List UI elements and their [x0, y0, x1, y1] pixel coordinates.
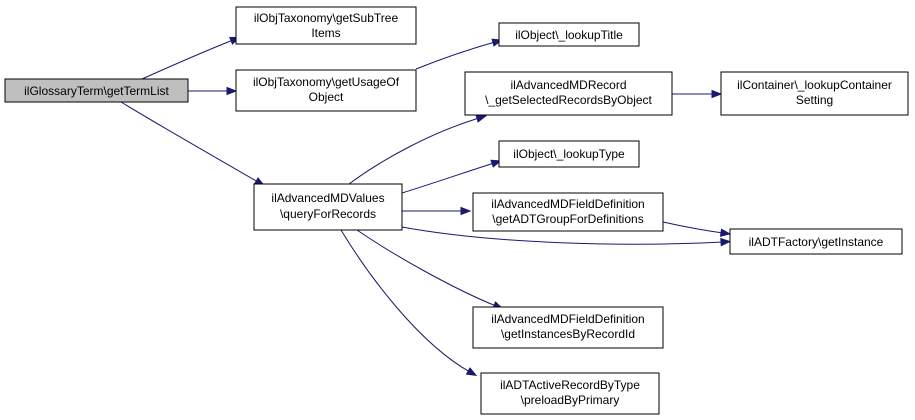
node-adt-active-record-by-type-preload[interactable]: ilADTActiveRecordByType \preloadByPrimar… — [480, 372, 660, 415]
edge-fielddef1-to-adtfactory — [662, 221, 732, 237]
edge-mdvalues-to-lookupType — [401, 159, 503, 194]
node-label-line: ilObject\_lookupTitle — [515, 28, 623, 42]
edge-mdvalues-to-adtfactory — [401, 226, 732, 247]
node-advanced-md-field-definition-get-adt-group[interactable]: ilAdvancedMDFieldDefinition \getADTGroup… — [472, 192, 664, 232]
arrowhead — [711, 89, 723, 99]
node-label-line: ilObject\_lookupType — [513, 147, 625, 161]
edge-mdvalues-to-fielddef1 — [402, 206, 472, 216]
arrowhead — [460, 206, 472, 216]
arrowhead — [226, 86, 238, 96]
node-glossary-term-get-term-list[interactable]: ilGlossaryTerm\getTermList — [4, 78, 189, 103]
node-label-line: Object — [309, 90, 344, 104]
node-advanced-md-values-query-for-records[interactable]: ilAdvancedMDValues \queryForRecords — [253, 183, 403, 231]
node-label-line: Setting — [796, 93, 833, 107]
arrowhead — [490, 159, 503, 168]
arrowhead — [475, 114, 488, 123]
node-label-line: \_getSelectedRecordsByObject — [485, 93, 652, 107]
node-label-line: ilObjTaxonomy\getSubTree — [254, 11, 399, 25]
edge-root-to-subtree — [141, 36, 241, 80]
arrowhead — [719, 228, 732, 237]
edge-mdvalues-to-activerecord — [340, 229, 478, 377]
edge-root-to-usage — [188, 86, 238, 96]
node-label-line: ilContainer\_lookupContainer — [737, 78, 892, 92]
node-label-line: \queryForRecords — [280, 207, 376, 221]
arrowhead — [465, 367, 478, 377]
node-obj-taxonomy-get-sub-tree-items[interactable]: ilObjTaxonomy\getSubTree Items — [235, 6, 417, 45]
edge-root-to-mdvalues — [120, 101, 266, 187]
node-obj-taxonomy-get-usage-of-object[interactable]: ilObjTaxonomy\getUsageOf Object — [235, 69, 417, 112]
node-label-line: Items — [311, 26, 340, 40]
node-label-line: \getInstancesByRecordId — [501, 327, 635, 341]
node-label-line: ilADTActiveRecordByType — [500, 378, 640, 392]
node-container-lookup-container-setting[interactable]: ilContainer\_lookupContainer Setting — [720, 71, 909, 116]
node-advanced-md-field-definition-get-instances[interactable]: ilAdvancedMDFieldDefinition \getInstance… — [472, 306, 664, 349]
node-advanced-md-record-get-selected-records[interactable]: ilAdvancedMDRecord \_getSelectedRecordsB… — [464, 71, 673, 116]
node-label-line: ilObjTaxonomy\getUsageOf — [253, 75, 400, 89]
edge-usage-to-lookupTitle — [415, 38, 504, 70]
node-label-line: \getADTGroupForDefinitions — [492, 212, 643, 226]
node-adt-factory-get-instance[interactable]: ilADTFactory\getInstance — [729, 228, 903, 255]
node-label-line: ilADTFactory\getInstance — [749, 235, 884, 249]
edge-mdrecord-to-container — [672, 89, 723, 99]
node-label-line: \preloadByPrimary — [521, 393, 620, 407]
node-object-lookup-type[interactable]: ilObject\_lookupType — [498, 140, 640, 168]
arrowhead — [720, 237, 732, 247]
node-label-line: ilAdvancedMDValues — [271, 191, 384, 205]
edge-mdvalues-to-mdrecord — [348, 114, 488, 185]
node-label-line: ilAdvancedMDFieldDefinition — [491, 197, 644, 211]
edge-mdvalues-to-fielddef2 — [356, 229, 504, 310]
node-label-line: ilAdvancedMDFieldDefinition — [491, 312, 644, 326]
node-object-lookup-title[interactable]: ilObject\_lookupTitle — [498, 22, 640, 47]
node-label-line: ilAdvancedMDRecord — [510, 78, 626, 92]
node-label-line: ilGlossaryTerm\getTermList — [24, 84, 169, 98]
